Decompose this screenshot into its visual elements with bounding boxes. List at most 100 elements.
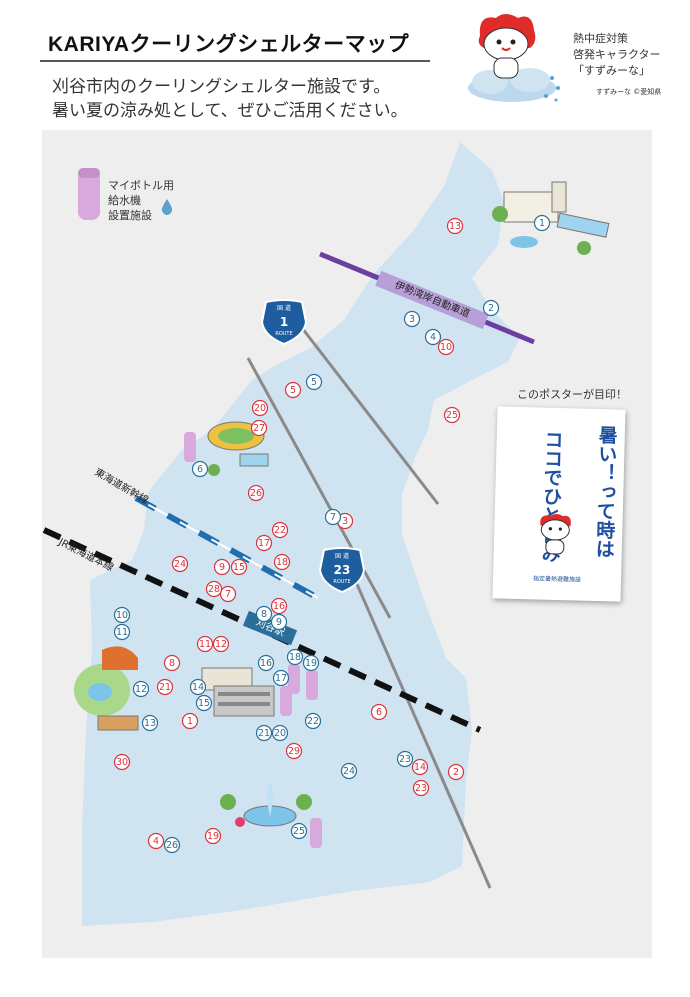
red-marker-circle [205,580,223,598]
red-marker-24[interactable]: 24 [171,555,189,573]
blue-marker-8[interactable]: 8 [255,605,273,623]
red-marker-5[interactable]: 5 [284,381,302,399]
red-marker-22[interactable]: 22 [271,521,289,539]
blue-marker-26[interactable]: 26 [163,836,181,854]
red-marker-14[interactable]: 14 [411,758,429,776]
red-marker-number: 3 [342,516,348,527]
red-marker-12[interactable]: 12 [212,635,230,653]
red-marker-20[interactable]: 20 [251,399,269,417]
red-marker-13[interactable]: 13 [446,217,464,235]
blue-marker-19[interactable]: 19 [302,654,320,672]
blue-marker-10[interactable]: 10 [113,606,131,624]
red-marker-circle [370,703,388,721]
blue-marker-1[interactable]: 1 [533,214,551,232]
red-marker-number: 9 [219,562,225,573]
red-marker-number: 21 [159,682,171,693]
blue-marker-11[interactable]: 11 [113,623,131,641]
blue-marker-circle [272,669,290,687]
red-marker-25[interactable]: 25 [443,406,461,424]
blue-marker-circle [113,606,131,624]
red-marker-21[interactable]: 21 [156,678,174,696]
red-marker-circle [250,419,268,437]
red-marker-17[interactable]: 17 [255,534,273,552]
red-marker-23[interactable]: 23 [412,779,430,797]
red-marker-6[interactable]: 6 [370,703,388,721]
blue-marker-5[interactable]: 5 [305,373,323,391]
blue-marker-21[interactable]: 21 [255,724,273,742]
facility-illustration-stadium [207,421,269,476]
blue-marker-number: 24 [343,766,355,777]
city-map[interactable]: 伊勢湾岸自動車道 東海道新幹線 JR東海道本線 刈谷駅 国 道 1 ROUTE … [42,130,652,958]
blue-marker-number: 6 [197,464,203,475]
blue-marker-circle [286,648,304,666]
red-marker-28[interactable]: 28 [205,580,223,598]
red-marker-10[interactable]: 10 [437,338,455,356]
svg-text:ROUTE: ROUTE [275,331,292,337]
red-marker-1[interactable]: 1 [181,712,199,730]
blue-marker-circle [305,373,323,391]
blue-marker-number: 2 [488,303,494,314]
poster-footer: 指定暑熱避難施設 [532,575,582,584]
red-marker-29[interactable]: 29 [285,742,303,760]
red-marker-18[interactable]: 18 [273,553,291,571]
blue-marker-circle [255,605,273,623]
red-marker-7[interactable]: 7 [219,585,237,603]
red-marker-16[interactable]: 16 [270,597,288,615]
red-marker-circle [247,484,265,502]
red-marker-number: 17 [258,538,270,549]
route23-road [340,549,492,889]
blue-marker-15[interactable]: 15 [195,694,213,712]
red-marker-30[interactable]: 30 [113,753,131,771]
blue-marker-3[interactable]: 3 [403,310,421,328]
blue-marker-4[interactable]: 4 [424,328,442,346]
legend-line-1: マイボトル用 [108,179,174,192]
blue-marker-13[interactable]: 13 [141,714,159,732]
red-marker-27[interactable]: 27 [250,419,268,437]
svg-text:23: 23 [334,563,351,577]
blue-marker-18[interactable]: 18 [286,648,304,666]
red-marker-number: 18 [276,557,288,568]
blue-marker-22[interactable]: 22 [304,712,322,730]
blue-marker-circle [141,714,159,732]
red-marker-11[interactable]: 11 [196,635,214,653]
blue-marker-23[interactable]: 23 [396,750,414,768]
red-marker-15[interactable]: 15 [230,558,248,576]
red-marker-19[interactable]: 19 [204,827,222,845]
blue-marker-number: 8 [261,609,267,620]
blue-marker-circle [163,836,181,854]
red-marker-8[interactable]: 8 [163,654,181,672]
blue-marker-7[interactable]: 7 [324,508,342,526]
blue-marker-2[interactable]: 2 [482,299,500,317]
blue-marker-17[interactable]: 17 [272,669,290,687]
map-canvas: 伊勢湾岸自動車道 東海道新幹線 JR東海道本線 刈谷駅 国 道 1 ROUTE … [42,142,610,926]
blue-marker-circle [191,460,209,478]
red-marker-2[interactable]: 2 [447,763,465,781]
blue-marker-circle [396,750,414,768]
red-marker-circle [213,558,231,576]
side-note-line-3: 「すずみーな」 [573,64,650,77]
blue-marker-6[interactable]: 6 [191,460,209,478]
mascot-credit: すずみーな ©愛知県 [596,88,662,96]
blue-marker-number: 16 [260,658,272,669]
red-marker-number: 14 [414,762,426,773]
blue-marker-number: 18 [289,652,301,663]
blue-marker-9[interactable]: 9 [270,613,288,631]
blue-marker-25[interactable]: 25 [290,822,308,840]
route-1-shield-icon: 国 道 1 ROUTE [260,299,308,346]
red-marker-number: 7 [225,589,231,600]
red-marker-circle [147,832,165,850]
red-marker-number: 16 [273,601,285,612]
blue-marker-24[interactable]: 24 [340,762,358,780]
blue-marker-20[interactable]: 20 [271,724,289,742]
blue-marker-16[interactable]: 16 [257,654,275,672]
blue-marker-14[interactable]: 14 [189,678,207,696]
red-marker-26[interactable]: 26 [247,484,265,502]
red-marker-4[interactable]: 4 [147,832,165,850]
blue-marker-12[interactable]: 12 [132,680,150,698]
red-marker-9[interactable]: 9 [213,558,231,576]
red-marker-circle [156,678,174,696]
blue-marker-number: 15 [198,698,210,709]
facility-illustration-park [74,646,139,731]
red-marker-circle [411,758,429,776]
